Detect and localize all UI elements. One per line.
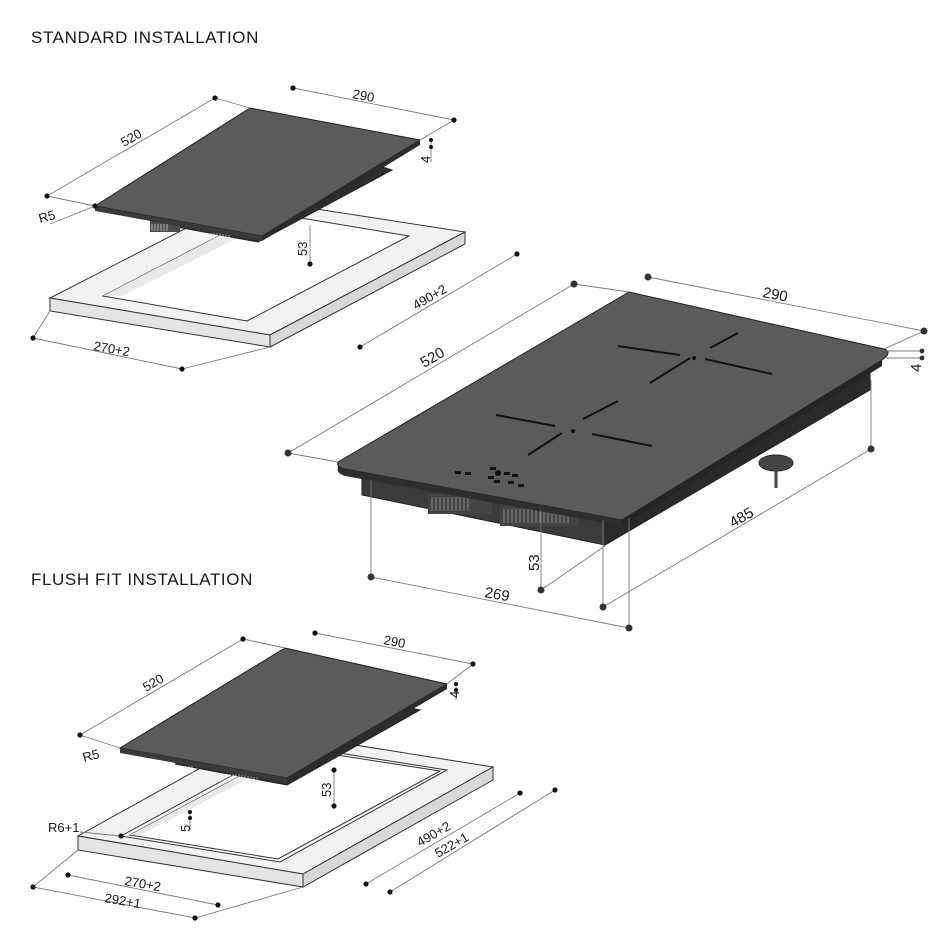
main-depth-label: 53	[526, 554, 543, 571]
main-dimension-lines	[284, 273, 928, 632]
main-body-length-label: 485	[727, 504, 757, 531]
flush-width-label: 290	[382, 632, 406, 651]
main-width-label: 290	[761, 284, 789, 305]
flush-depth-label: 53	[319, 783, 334, 797]
flush-countertop	[76, 730, 495, 888]
main-body-width-label: 269	[483, 584, 511, 605]
main-hob-drawing: 520 290 4 53 485 269	[284, 273, 928, 632]
flush-dimension-lines	[30, 630, 558, 921]
standard-radius-label: R5	[37, 207, 57, 226]
flush-hob	[118, 647, 449, 786]
flush-installation-drawing: 520 290 4 R5 53 5 R6+1 490+2 522+1 270+2…	[30, 630, 558, 921]
flush-cutout-radius-label: R6+1	[48, 820, 79, 835]
flush-thickness-label: 4	[447, 691, 462, 698]
standard-depth-label: 53	[295, 242, 310, 256]
flush-rebate-width-label: 292+1	[103, 890, 142, 911]
standard-cutout-width-label: 270+2	[92, 338, 131, 359]
flush-radius-label: R5	[81, 746, 101, 765]
flush-rebate-depth-label: 5	[178, 825, 193, 832]
standard-width-label: 290	[351, 86, 375, 105]
standard-installation-drawing: 520 290 4 R5 53 490+2 270+2	[30, 85, 520, 372]
flush-fit-installation-heading: FLUSH FIT INSTALLATION	[31, 570, 253, 589]
main-thickness-label: 4	[908, 364, 925, 372]
standard-cutout-length-label: 490+2	[410, 281, 449, 312]
standard-installation-heading: STANDARD INSTALLATION	[31, 28, 259, 47]
standard-length-label: 520	[118, 126, 144, 150]
standard-hob	[93, 107, 422, 243]
cooking-zone-markings	[455, 332, 773, 487]
main-length-label: 520	[418, 344, 448, 371]
flush-cutout-width-label: 270+2	[123, 873, 162, 894]
standard-thickness-label: 4	[418, 156, 433, 163]
standard-dimension-lines	[30, 85, 520, 372]
flush-length-label: 520	[140, 671, 166, 695]
main-hob-glass	[337, 291, 889, 526]
